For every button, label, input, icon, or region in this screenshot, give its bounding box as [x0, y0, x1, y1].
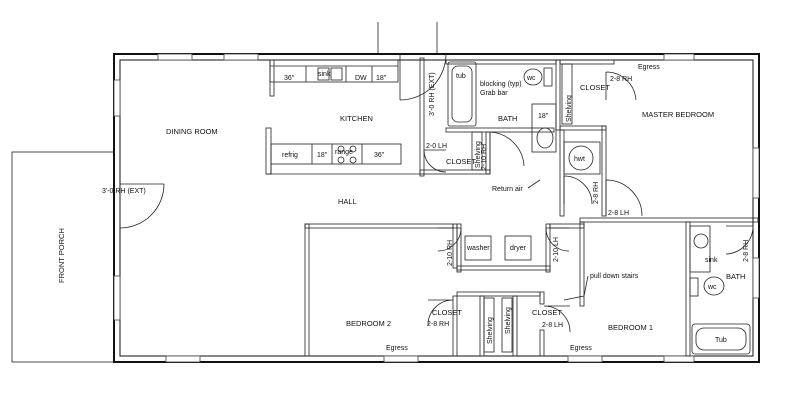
range-label: range — [335, 149, 353, 156]
master-bedroom-label: MASTER BEDROOM — [642, 110, 714, 119]
closet-kitchen-door-label: 2-0 LH — [426, 143, 447, 150]
wc-top-tank — [543, 67, 553, 87]
bath-top-walls — [419, 57, 561, 177]
vanity-sink — [536, 127, 554, 149]
bedroom1-label: BEDROOM 1 — [608, 323, 653, 332]
sink-label: sink — [318, 71, 331, 78]
washer-label: washer — [466, 245, 490, 252]
hwt-door-label: 2-8 RH — [593, 182, 600, 204]
closets-walls — [456, 291, 545, 357]
master-closet-door[interactable] — [605, 71, 637, 101]
return-air-arrow — [527, 179, 541, 189]
egress-bed2-label: Egress — [386, 345, 408, 352]
tub-top-basin — [451, 65, 473, 123]
closet-bed1-door-label: 2-8 LH — [542, 322, 563, 329]
dw-label: DW — [355, 75, 367, 82]
front-door-label: 3'-0 RH (EXT) — [102, 188, 146, 195]
master-bath-door-label: 2-8 RH — [743, 240, 750, 262]
bath-top-label: BATH — [498, 114, 517, 123]
closet-kitchen-label: CLOSET — [446, 157, 476, 166]
master-closet-door-label: 2-8 RH — [610, 76, 632, 83]
master-bath-walls — [579, 217, 759, 357]
closet-kitchen-door[interactable] — [423, 149, 447, 173]
closet-bed2-door[interactable] — [427, 299, 454, 326]
tub-master — [691, 323, 751, 355]
master-entry-door[interactable] — [605, 179, 643, 217]
cab-left-label: 36" — [284, 75, 295, 82]
shelving-bed1 — [501, 297, 513, 353]
blocking-label: blocking (typ) — [480, 81, 522, 88]
closet-bed1-label: CLOSET — [532, 308, 562, 317]
egress-master-label: Egress — [638, 64, 660, 71]
tub-top-label: tub — [456, 73, 466, 80]
pull-down-label: pull down stairs — [590, 273, 639, 280]
return-air-label: Return air — [492, 186, 523, 193]
shelving-master-label: Shelving — [566, 95, 573, 122]
kitchen-label: KITCHEN — [340, 114, 373, 123]
island-cab-right-label: 36" — [374, 152, 385, 159]
hwt-closet — [563, 141, 601, 175]
shelving-bath-label: Shelving — [475, 141, 482, 168]
wc-top — [523, 68, 543, 86]
refrig-label: refrig — [282, 152, 298, 159]
pull-down-arrow — [563, 275, 589, 301]
laundry-left-door-label: 2-10 RH — [447, 240, 454, 266]
vanity-master — [689, 225, 711, 273]
tub-master-basin — [695, 327, 747, 351]
hwt-label: hwt — [574, 156, 585, 163]
front-porch-label: FRONT PORCH — [57, 228, 66, 283]
sink-master-label: sink — [705, 257, 718, 264]
vanity-top — [531, 103, 557, 153]
vanity-label: 18" — [538, 113, 549, 120]
master-closet-label: CLOSET — [580, 83, 610, 92]
master-bath-door[interactable] — [725, 225, 754, 255]
laundry-right-door-label: 2-10 LH — [553, 237, 560, 262]
dryer — [504, 235, 532, 261]
kitchen-island — [265, 127, 420, 175]
wc-master — [703, 276, 725, 296]
shelving-master — [561, 63, 573, 125]
bath-top-door-label: 2-10 RH — [481, 144, 488, 170]
front-door[interactable] — [119, 183, 165, 229]
bedroom1-walls — [539, 221, 585, 357]
hall-label: HALL — [338, 197, 357, 206]
sink-master — [693, 233, 709, 249]
bedroom2-walls — [304, 223, 458, 357]
windows — [113, 53, 760, 363]
closet-bed1-door[interactable] — [543, 305, 571, 333]
shelving-bed1-label: Shelving — [505, 307, 512, 334]
washer — [464, 235, 492, 261]
tub-master-label: Tub — [715, 337, 727, 344]
shelving-bath — [471, 131, 483, 171]
bath-top-door[interactable] — [489, 131, 525, 174]
closet-bed2-label: CLOSET — [432, 308, 462, 317]
dryer-label: dryer — [510, 245, 527, 252]
dining-room-label: DINING ROOM — [166, 127, 218, 136]
wc-top-label: wc — [526, 75, 536, 82]
laundry-walls — [456, 223, 551, 273]
grab-bar-label: Grab bar — [480, 90, 508, 97]
shelving-bed2-label: Shelving — [487, 317, 494, 344]
wc-master-label: wc — [707, 284, 717, 291]
kitchen-counter — [269, 59, 399, 97]
closet-bed2-door-label: 2-8 RH — [427, 321, 449, 328]
tub-top — [447, 61, 477, 127]
cab-right-label: 18" — [376, 75, 387, 82]
hwt — [568, 145, 594, 171]
rear-door-label: 3'-0 RH (EXT) — [429, 72, 436, 116]
master-entry-door-label: 2-8 LH — [608, 210, 629, 217]
laundry-left-door[interactable] — [437, 227, 462, 252]
bedroom2-label: BEDROOM 2 — [346, 319, 391, 328]
shelving-bed2 — [483, 297, 495, 353]
rear-door[interactable] — [399, 53, 447, 101]
master-bath-label: BATH — [726, 272, 745, 281]
hwt-door[interactable] — [563, 175, 593, 205]
wc-master-tank — [689, 277, 699, 297]
island-cab-left-label: 18" — [317, 152, 328, 159]
egress-bed1-label: Egress — [570, 345, 592, 352]
